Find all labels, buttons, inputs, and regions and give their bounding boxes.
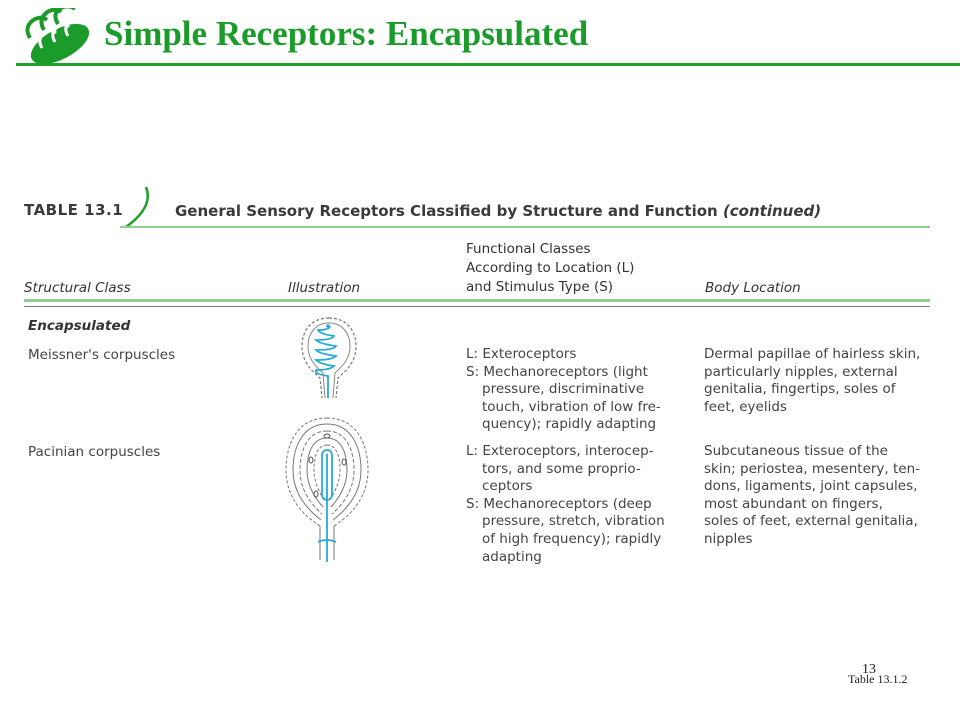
functional-line: S: Mechanoreceptors (deep [466,495,652,512]
body-line: skin; periostea, mesentery, ten- [704,460,921,477]
row-pacinian-name: Pacinian corpuscles [28,444,161,460]
functional-line: S: Mechanoreceptors (light [466,363,648,380]
header-divider [24,299,930,302]
meissner-corpuscle-illustration [301,317,357,399]
functional-line: L: Exteroceptors [466,346,577,362]
row-meissner-name: Meissner's corpuscles [28,347,176,363]
section-title: Encapsulated [28,318,131,334]
table-caption-text: General Sensory Receptors Classified by … [175,202,718,220]
ecc-logo-icon [20,4,94,65]
footer-reference: Table 13.1.2 [848,672,908,686]
body-line: genitalia, fingertips, soles of [704,381,896,398]
functional-line: tors, and some proprio- [482,460,641,477]
table-caption-suffix: (continued) [722,202,822,220]
slide-title: Simple Receptors: Encapsulated [104,14,589,53]
body-line: dons, ligaments, joint capsules, [704,478,918,495]
row-meissner-body-location: Dermal papillae of hairless skin, partic… [704,346,920,416]
functional-line: ceptors [482,478,533,495]
row-meissner-functional: L: Exteroceptors S: Mechanoreceptors (li… [466,346,661,434]
caption-swoosh-icon [125,186,149,229]
table-caption: General Sensory Receptors Classified by … [175,202,821,220]
header-divider-thin [24,306,930,307]
functional-line: quency); rapidly adapting [482,416,657,433]
body-line: Dermal papillae of hairless skin, [704,346,921,362]
functional-line: touch, vibration of low fre- [482,398,661,415]
caption-divider [120,226,930,228]
header-structural-class: Structural Class [24,280,131,296]
header-functional-line: Functional Classes [466,241,591,257]
header-body-location: Body Location [705,280,801,296]
functional-line: L: Exteroceptors, interocep- [466,443,654,459]
body-line: nipples [704,530,753,547]
title-divider [16,63,960,66]
body-line: feet, eyelids [704,398,787,415]
header-illustration: Illustration [288,280,361,296]
header-functional-line: and Stimulus Type (S) [466,279,614,295]
header-functional-line: According to Location (L) [466,260,635,276]
body-line: most abundant on fingers, [704,495,883,512]
table-label: TABLE 13.1 [24,201,124,219]
functional-line: pressure, discriminative [482,381,645,398]
body-line: particularly nipples, external [704,363,898,380]
body-line: soles of feet, external genitalia, [704,513,918,530]
row-pacinian-body-location: Subcutaneous tissue of the skin; periost… [704,443,920,549]
row-pacinian-functional: L: Exteroceptors, interocep- tors, and s… [466,443,665,566]
body-line: Subcutaneous tissue of the [704,443,888,459]
page-number: 13 [862,662,876,677]
pacinian-corpuscle-illustration [285,417,369,562]
functional-line: adapting [482,548,542,565]
functional-line: of high frequency); rapidly [482,530,662,547]
functional-line: pressure, stretch, vibration [482,513,665,530]
header-functional-classes: Functional Classes According to Location… [466,240,634,297]
